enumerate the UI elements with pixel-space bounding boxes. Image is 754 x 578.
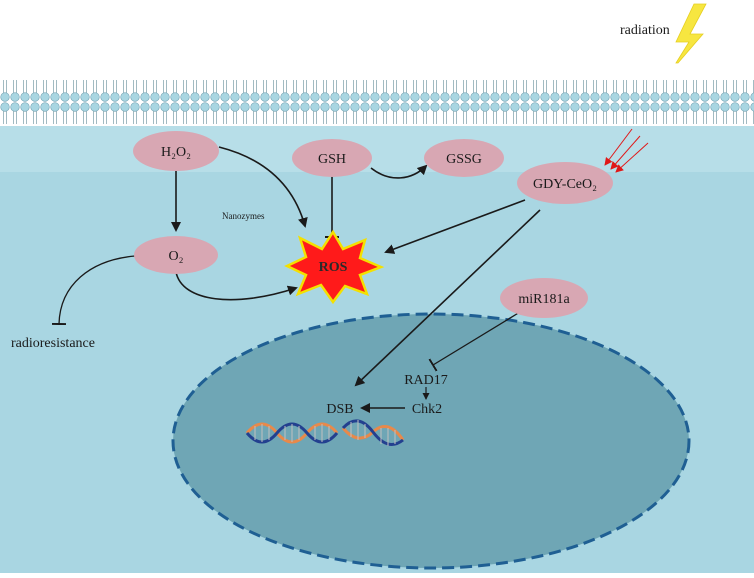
node-gsh: GSH (292, 139, 372, 177)
edge-o2-inhibits-radioresistance (51, 255, 136, 326)
edge-gdy-to-dsb (354, 209, 541, 387)
svg-text:GDY-CeO₂: GDY-CeO₂ (533, 177, 597, 192)
lightning-icon (675, 3, 707, 64)
svg-text:GSH: GSH (318, 152, 346, 167)
rad17-label: RAD17 (404, 373, 448, 388)
node-ros: ROS (284, 229, 385, 305)
edge-gsh-to-gssg (370, 164, 428, 179)
dsb-label: DSB (326, 402, 353, 417)
radioresistance-label: radioresistance (11, 336, 95, 351)
node-o2: O₂ (134, 236, 218, 274)
dna-helix-icon (245, 422, 339, 444)
svg-text:O₂: O₂ (169, 249, 184, 264)
starburst-icon (284, 229, 385, 305)
radiation-label: radiation (620, 23, 670, 38)
svg-text:ROS: ROS (319, 260, 348, 275)
dna-helix-icon (341, 419, 405, 446)
svg-text:H₂O₂: H₂O₂ (161, 145, 191, 160)
radiation-rays (604, 128, 649, 173)
cell-membrane (0, 75, 754, 126)
edge-h2o2-to-ros (218, 146, 308, 228)
nanozymes-label: Nanozymes (222, 211, 265, 221)
node-h2o2: H₂O₂ (133, 131, 219, 171)
node-gdy-ceo2: GDY-CeO₂ (517, 162, 613, 204)
nucleus (171, 312, 691, 570)
edge-o2-to-ros (175, 271, 298, 301)
node-mir181a: miR181a (500, 278, 588, 318)
node-gssg: GSSG (424, 139, 504, 177)
chk2-label: Chk2 (412, 402, 442, 417)
svg-text:miR181a: miR181a (518, 292, 570, 307)
edge-mir-inhibits-rad17 (428, 311, 521, 372)
edges (51, 146, 541, 413)
svg-text:GSSG: GSSG (446, 152, 482, 167)
edge-gdy-to-ros (384, 199, 526, 254)
